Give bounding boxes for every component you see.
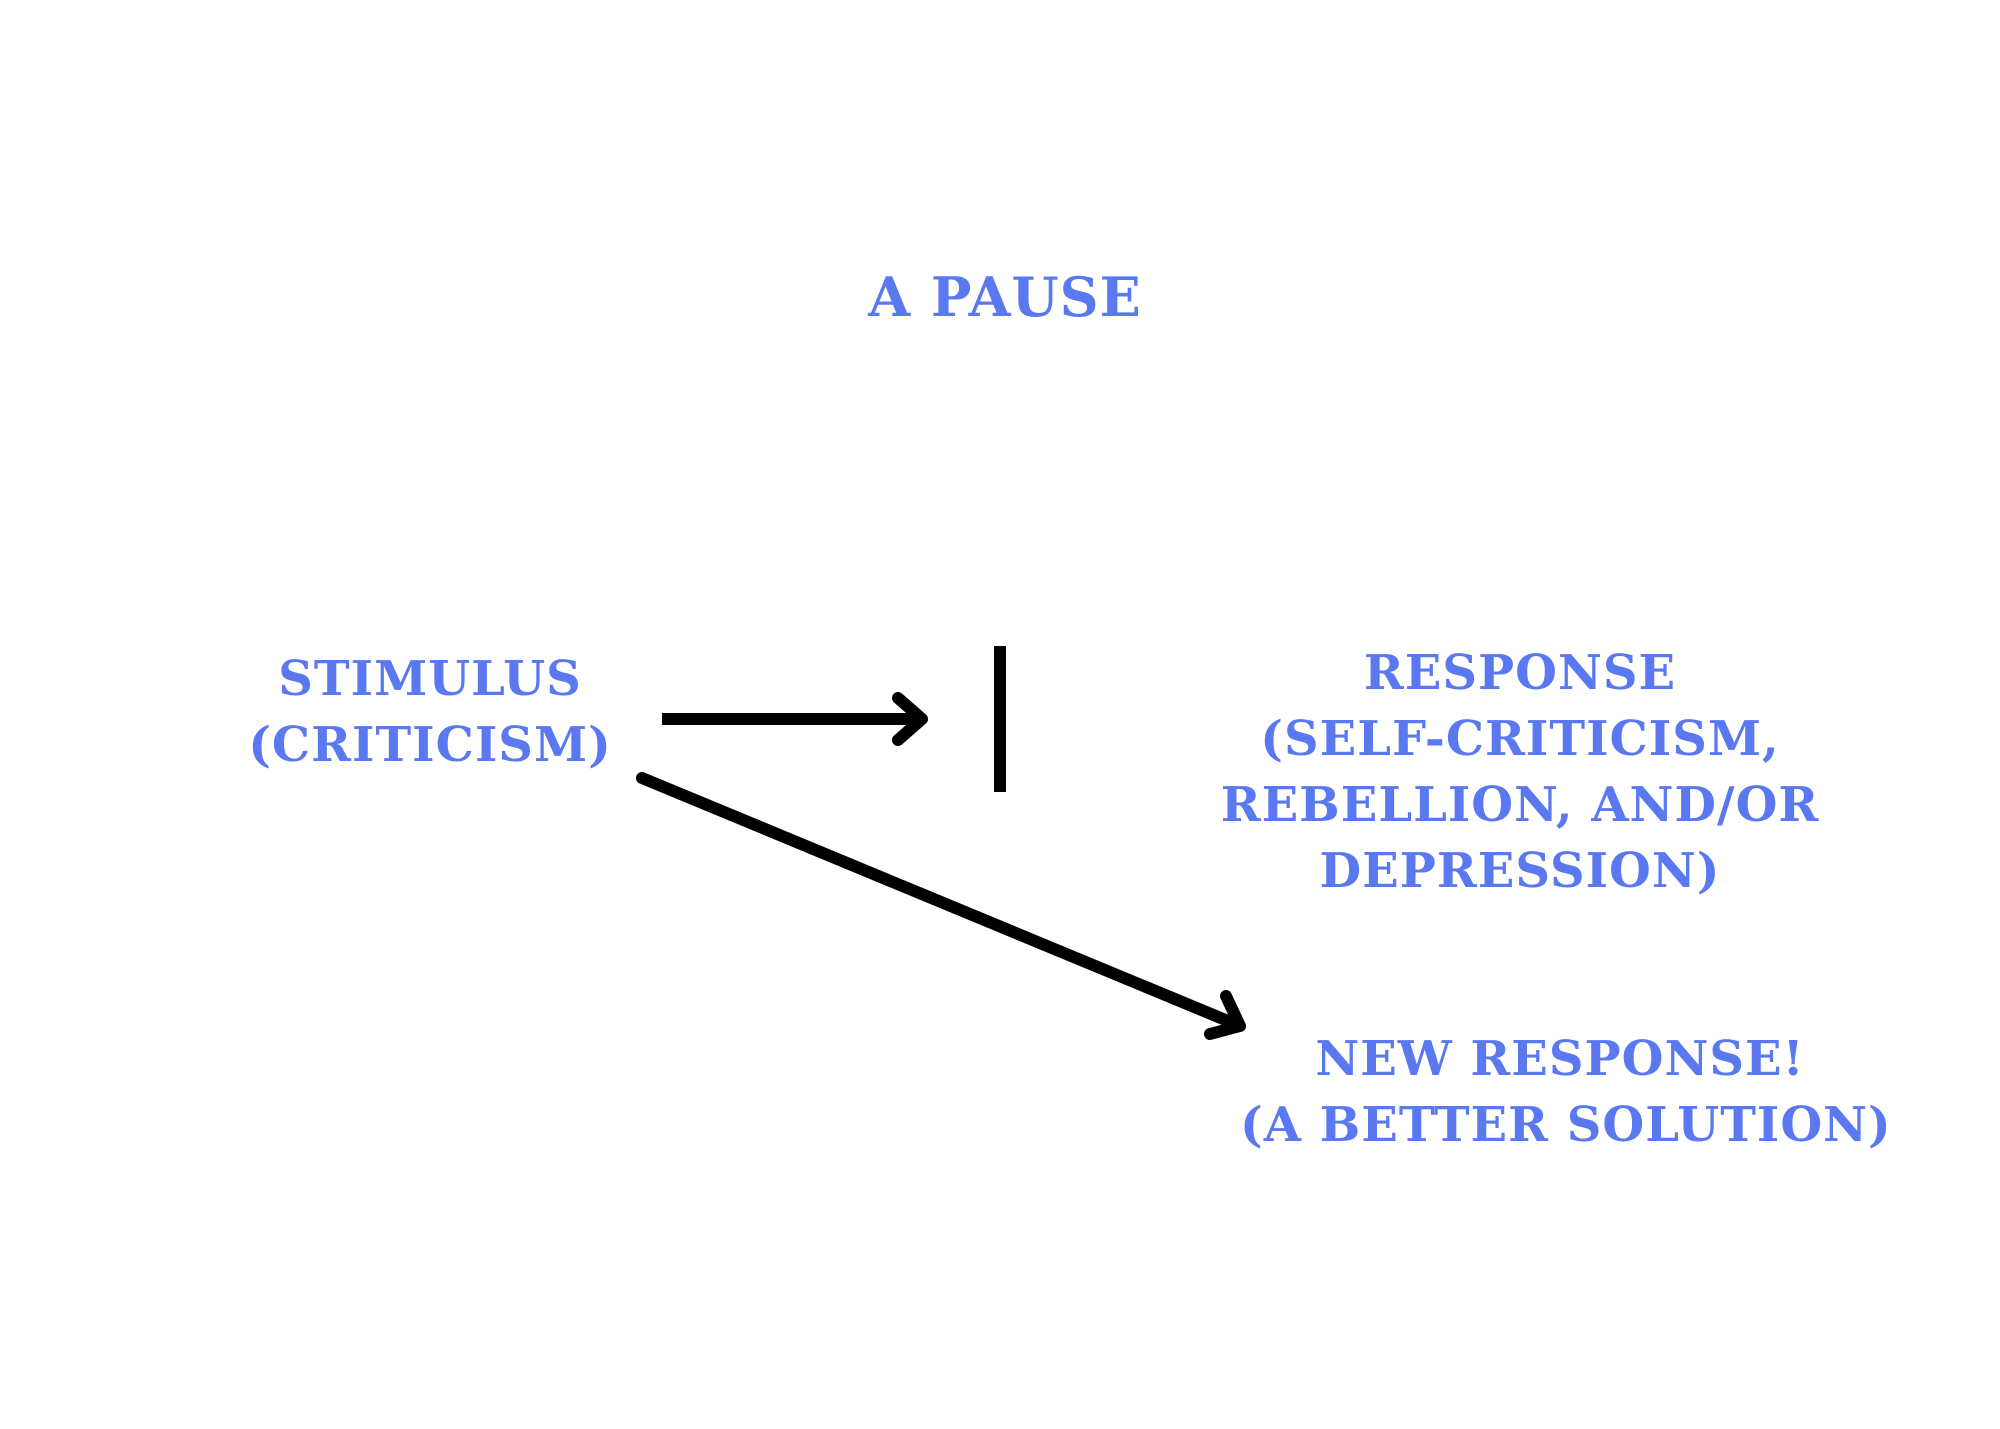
new-response-line-1: NEW RESPONSE! [1315, 1031, 1805, 1087]
stimulus-line-2: (CRITICISM) [248, 717, 612, 773]
new-response-line-2: (A BETTER SOLUTION) [1240, 1097, 1892, 1153]
arrowhead-icon [892, 692, 928, 746]
response-line-1: RESPONSE [1363, 645, 1677, 701]
pause-title: A PAUSE [868, 265, 1142, 329]
response-line-3: REBELLION, AND/OR [1220, 777, 1820, 833]
stimulus-line-1: STIMULUS [278, 651, 582, 707]
response-line-4: DEPRESSION) [1319, 843, 1721, 899]
stimulus-to-pause-arrow [662, 692, 928, 746]
arrowhead-icon [1204, 990, 1246, 1040]
stimulus-to-new-response-arrow [636, 772, 1246, 1040]
stimulus-label: STIMULUS (CRITICISM) [220, 646, 640, 778]
response-line-2: (SELF-CRITICISM, [1260, 711, 1780, 767]
response-label: RESPONSE (SELF-CRITICISM, REBELLION, AND… [1200, 640, 1840, 904]
arrow-shaft [636, 772, 1246, 1032]
new-response-label: NEW RESPONSE! (A BETTER SOLUTION) [1240, 1026, 1892, 1158]
